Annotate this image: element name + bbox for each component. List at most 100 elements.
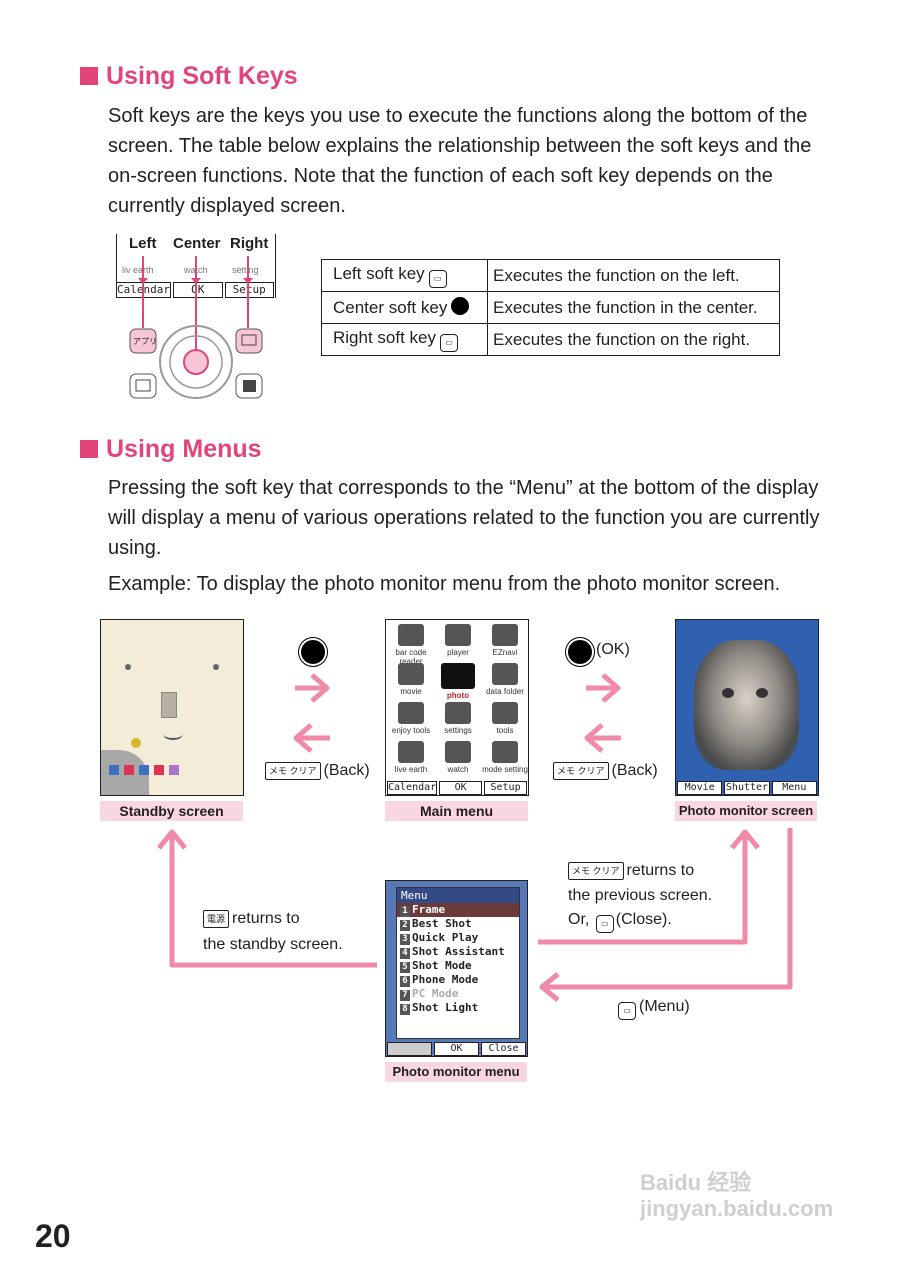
menu-item-icon bbox=[398, 702, 424, 724]
soft-calendar: Calendar bbox=[387, 781, 438, 795]
photo-monitor-screen: Movie Shutter Menu bbox=[675, 619, 819, 796]
menu-item-label: data folder bbox=[486, 687, 524, 696]
soft-key-table: Left soft key▭ Executes the function on … bbox=[321, 259, 780, 356]
label-left: Left bbox=[129, 235, 157, 252]
power-key-icon: 電源 bbox=[203, 910, 230, 928]
table-cell-desc: Executes the function on the right. bbox=[487, 323, 780, 356]
menus-body: Pressing the soft key that corresponds t… bbox=[108, 477, 820, 559]
book-key-icon: ▭ bbox=[440, 333, 458, 352]
menu-item-label: mode setting bbox=[482, 765, 528, 774]
section-title-soft-keys: Using Soft Keys bbox=[80, 62, 298, 91]
main-menu-item[interactable]: mode setting bbox=[482, 741, 528, 774]
section-marker bbox=[80, 440, 98, 458]
soft-shutter: Shutter bbox=[724, 781, 770, 795]
menu-item-number: 3 bbox=[400, 934, 410, 945]
sub-right: setting bbox=[232, 265, 259, 275]
menu-item-icon bbox=[445, 624, 471, 646]
menu-item-label: movie bbox=[400, 687, 422, 696]
menu-item-label: EZnavi bbox=[492, 648, 518, 657]
menu-item-icon bbox=[492, 741, 518, 763]
section-marker bbox=[80, 67, 98, 85]
main-menu-softbar: Calendar OK Setup bbox=[386, 781, 528, 795]
soft-blank bbox=[387, 1042, 432, 1056]
clear-key-icon: メモ クリア bbox=[568, 862, 624, 880]
main-menu-item[interactable]: player bbox=[435, 624, 481, 657]
soft-keys-body: Soft keys are the keys you use to execut… bbox=[108, 105, 812, 217]
returns-standby-line2: the standby screen. bbox=[203, 936, 343, 953]
kitten-photo bbox=[694, 640, 799, 770]
main-menu-item[interactable]: movie bbox=[388, 663, 434, 696]
soft-label-ok: OK bbox=[172, 282, 223, 298]
menu-item-icon bbox=[398, 624, 424, 646]
main-menu-item[interactable]: bar code reader bbox=[388, 624, 434, 666]
menu-item-label: Best Shot bbox=[412, 917, 472, 930]
main-menu-item[interactable]: photo bbox=[435, 663, 481, 700]
main-menu-item[interactable]: data folder bbox=[482, 663, 528, 696]
table-row: Right soft key▭ Executes the function on… bbox=[321, 323, 780, 356]
menu-key-label: ▭(Menu) bbox=[618, 998, 690, 1020]
returns-prev-line3: Or, ▭(Close). bbox=[568, 911, 672, 933]
soft-ok: OK bbox=[439, 781, 483, 795]
back-label-2: メモ クリア(Back) bbox=[553, 762, 658, 780]
label-right: Right bbox=[230, 235, 269, 252]
menu-item-icon bbox=[398, 741, 424, 763]
menu-item-label: PC Mode bbox=[412, 987, 459, 1000]
apps-key-label: アプリ bbox=[133, 337, 157, 346]
menu-item-label: Shot Light bbox=[412, 1001, 479, 1014]
menu-item-icon bbox=[492, 663, 518, 685]
caption-main-menu: Main menu bbox=[385, 801, 528, 821]
menu-item-label: enjoy tools bbox=[391, 726, 431, 735]
main-menu-item[interactable]: live earth bbox=[388, 741, 434, 774]
table-cell-desc: Executes the function in the center. bbox=[487, 291, 780, 324]
clear-key-icon: メモ クリア bbox=[553, 762, 609, 780]
menu-item-label: Quick Play bbox=[412, 931, 479, 944]
main-menu-item[interactable]: settings bbox=[435, 702, 481, 735]
menu-item-icon bbox=[441, 663, 475, 689]
table-row: Left soft key▭ Executes the function on … bbox=[321, 259, 780, 292]
returns-prev-line2: the previous screen. bbox=[568, 887, 713, 904]
sunflower-icon bbox=[131, 738, 141, 748]
menu-item-label: Shot Mode bbox=[412, 959, 472, 972]
menu-item-label: Phone Mode bbox=[412, 973, 479, 986]
soft-ok: OK bbox=[434, 1042, 479, 1056]
apps-key-icon: ▭ bbox=[428, 269, 447, 288]
center-key-icon bbox=[301, 640, 325, 664]
menu-item-label: player bbox=[447, 648, 469, 657]
page-number: 20 bbox=[35, 1218, 71, 1254]
soft-setup: Setup bbox=[484, 781, 528, 795]
main-menu-item[interactable]: watch bbox=[435, 741, 481, 774]
main-menu-item[interactable]: EZnavi bbox=[482, 624, 528, 657]
main-menu-item[interactable]: enjoy tools bbox=[388, 702, 434, 735]
standby-screen bbox=[100, 619, 244, 796]
table-cell-key: Center soft key bbox=[321, 291, 488, 324]
soft-label-setup: Setup bbox=[224, 282, 275, 298]
menu-item-label: Frame bbox=[412, 903, 446, 916]
menu-item-icon bbox=[492, 624, 518, 646]
diagram-keys-svg bbox=[129, 256, 263, 399]
book-key-icon: ▭ bbox=[595, 915, 614, 933]
clear-key-icon: メモ クリア bbox=[265, 762, 321, 780]
ok-label: (OK) bbox=[596, 641, 630, 658]
main-menu-item[interactable]: tools bbox=[482, 702, 528, 735]
menu-item-label: live earth bbox=[394, 765, 428, 774]
soft-key-diagram: Left Center Right liv earth watch settin… bbox=[116, 234, 276, 404]
soft-movie: Movie bbox=[677, 781, 723, 795]
menu-item-label: bar code reader bbox=[395, 648, 427, 666]
menu-item-label: watch bbox=[447, 765, 469, 774]
menus-example: Example: To display the photo monitor me… bbox=[108, 573, 781, 595]
soft-menu: Menu bbox=[771, 781, 817, 795]
menu-item-number: 2 bbox=[400, 920, 410, 931]
photo-menu-softbar: OK Close bbox=[386, 1042, 527, 1056]
